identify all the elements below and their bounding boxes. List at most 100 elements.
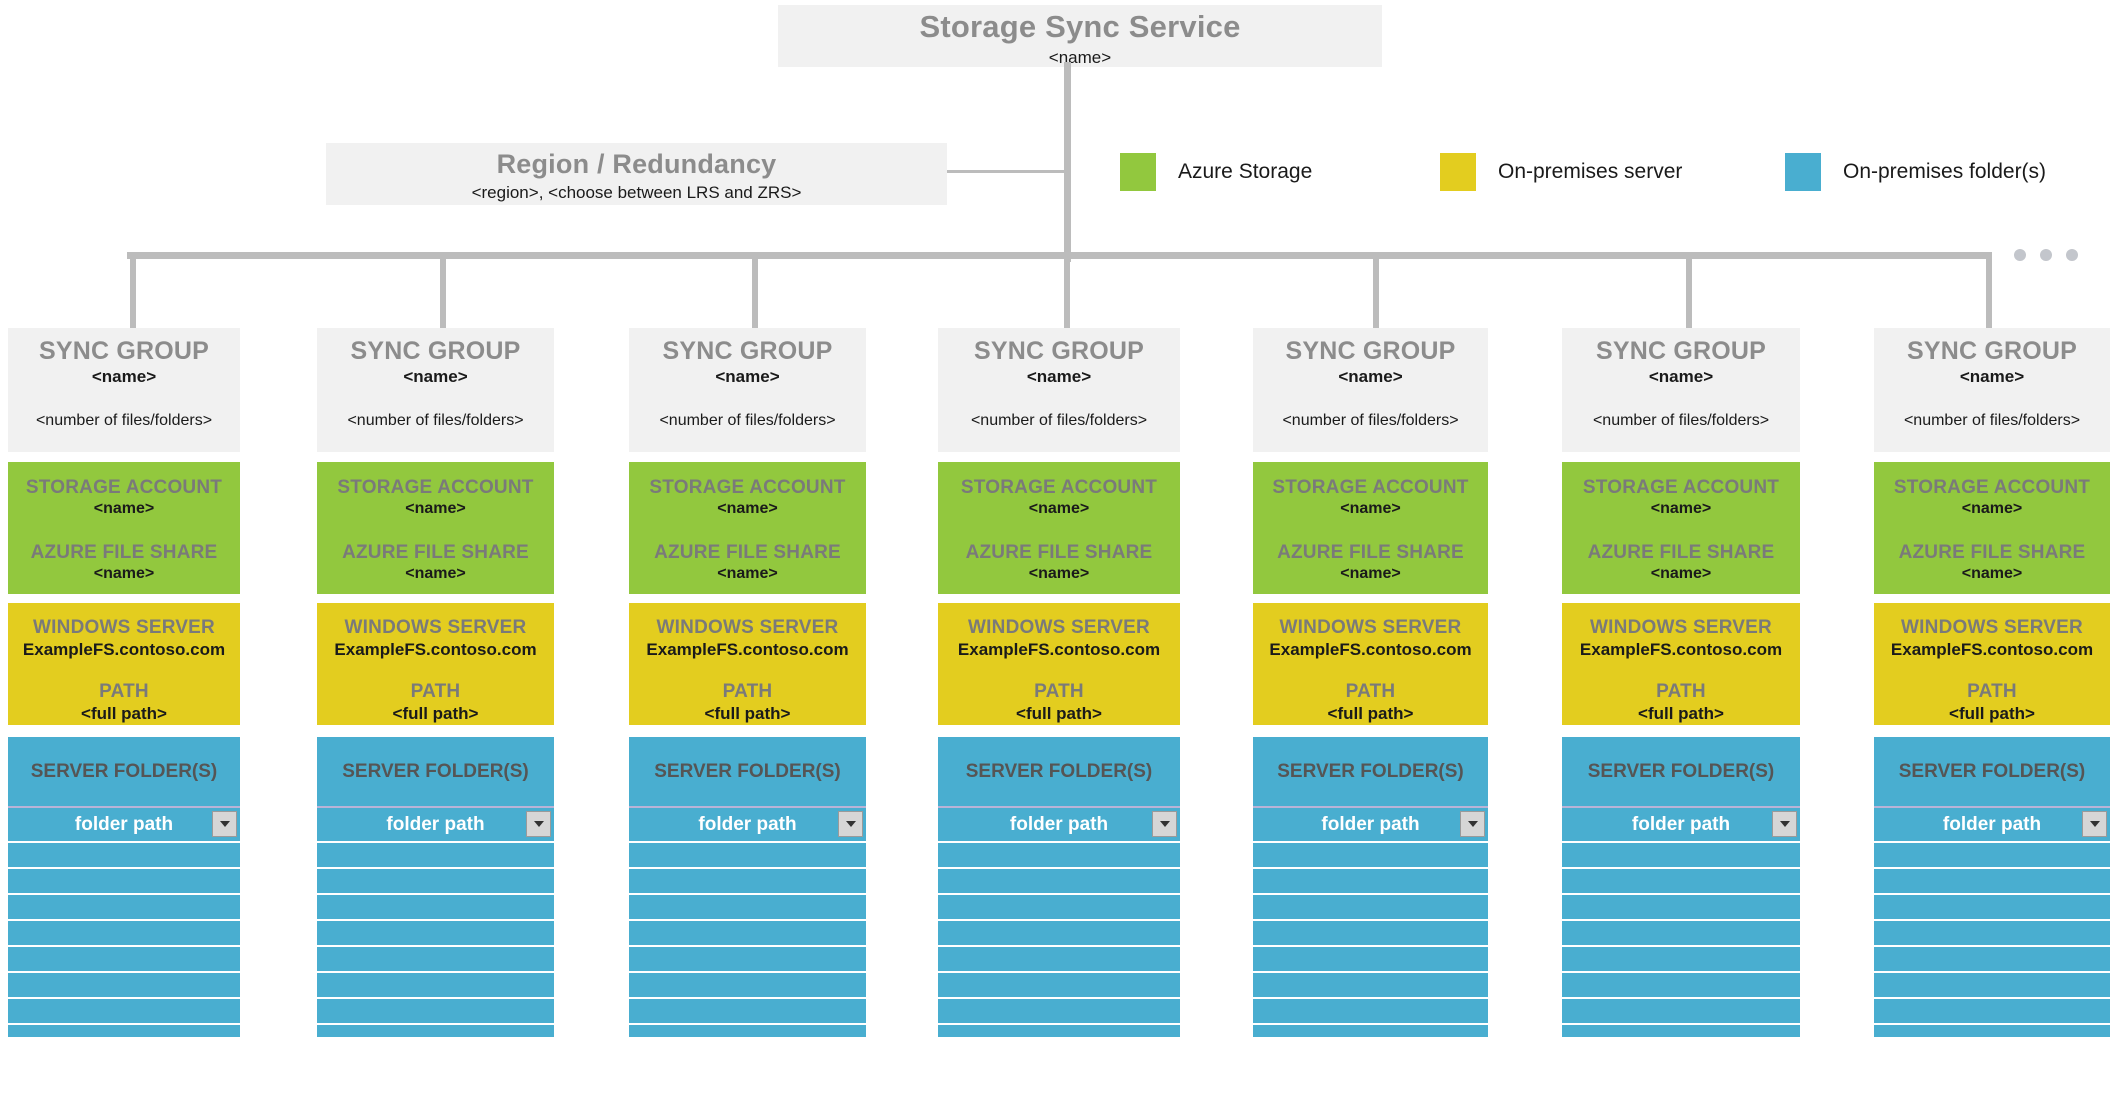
folder-path-filter-dropdown-icon-7[interactable] (2082, 811, 2107, 837)
folder-path-filter-row-7[interactable]: folder path (1874, 806, 2110, 843)
folder-row-3-2[interactable] (629, 869, 866, 895)
folder-row-2-2[interactable] (317, 869, 554, 895)
folder-row-5-3[interactable] (1253, 895, 1488, 921)
windows-server-title-7: WINDOWS SERVER (1901, 617, 2083, 638)
folder-row-4-5[interactable] (938, 947, 1180, 973)
folder-path-filter-row-4[interactable]: folder path (938, 806, 1180, 843)
folder-row-6-6[interactable] (1562, 973, 1800, 999)
folder-path-filter-dropdown-icon-6[interactable] (1772, 811, 1797, 837)
folder-row-6-5[interactable] (1562, 947, 1800, 973)
folder-path-filter-row-6[interactable]: folder path (1562, 806, 1800, 843)
windows-server-name-1: ExampleFS.contoso.com (22, 639, 226, 659)
folder-row-4-7[interactable] (938, 999, 1180, 1025)
folder-row-7-5[interactable] (1874, 947, 2110, 973)
server-folders-title-1: SERVER FOLDER(S) (30, 761, 218, 782)
folder-row-1-5[interactable] (8, 947, 240, 973)
server-folders-block-1: SERVER FOLDER(S) folder path (8, 737, 240, 1037)
folder-row-5-7[interactable] (1253, 999, 1488, 1025)
folder-row-4-6[interactable] (938, 973, 1180, 999)
folder-row-4-1[interactable] (938, 843, 1180, 869)
folder-row-4-4[interactable] (938, 921, 1180, 947)
server-folders-title-5: SERVER FOLDER(S) (1277, 761, 1464, 782)
windows-server-name-2: ExampleFS.contoso.com (334, 639, 537, 659)
azure-storage-block-4: STORAGE ACCOUNT<name>AZURE FILE SHARE<na… (938, 462, 1180, 594)
storage-sync-service-box: Storage Sync Service <name> (778, 5, 1382, 67)
folder-path-filter-dropdown-icon-3[interactable] (838, 811, 863, 837)
sync-group-column-5[interactable]: SYNC GROUP<name><number of files/folders… (1253, 328, 1488, 1037)
folder-row-7-3[interactable] (1874, 895, 2110, 921)
region-connector-horizontal (947, 170, 1067, 173)
sync-group-file-count-2: <number of files/folders> (347, 412, 524, 430)
folder-row-5-2[interactable] (1253, 869, 1488, 895)
sync-group-column-2[interactable]: SYNC GROUP<name><number of files/folders… (317, 328, 554, 1037)
folder-row-1-6[interactable] (8, 973, 240, 999)
folder-row-2-5[interactable] (317, 947, 554, 973)
folder-row-6-3[interactable] (1562, 895, 1800, 921)
sync-group-name-3: <name> (715, 367, 780, 387)
folder-row-2-3[interactable] (317, 895, 554, 921)
folder-row-1-4[interactable] (8, 921, 240, 947)
folder-row-6-1[interactable] (1562, 843, 1800, 869)
folder-row-7-2[interactable] (1874, 869, 2110, 895)
sync-group-column-7[interactable]: SYNC GROUP<name><number of files/folders… (1874, 328, 2110, 1037)
folder-row-3-5[interactable] (629, 947, 866, 973)
folder-path-filter-dropdown-icon-5[interactable] (1460, 811, 1485, 837)
folder-row-2-1[interactable] (317, 843, 554, 869)
legend-label-3: On-premises folder(s) (1843, 160, 2047, 183)
folder-row-1-3[interactable] (8, 895, 240, 921)
folder-row-1-1[interactable] (8, 843, 240, 869)
folder-row-3-1[interactable] (629, 843, 866, 869)
folder-row-7-1[interactable] (1874, 843, 2110, 869)
folder-row-3-6[interactable] (629, 973, 866, 999)
path-title-1: PATH (99, 680, 149, 702)
server-folders-block-6: SERVER FOLDER(S)folder path (1562, 737, 1800, 1037)
folder-path-filter-row-5[interactable]: folder path (1253, 806, 1488, 843)
azure-file-share-name-2: <name> (405, 564, 466, 582)
folder-path-filter-label-2: folder path (386, 813, 485, 835)
storage-account-name-2: <name> (405, 499, 466, 517)
folder-path-filter-row-1[interactable]: folder path (8, 806, 240, 843)
folder-row-3-7[interactable] (629, 999, 866, 1025)
folder-row-1-7[interactable] (8, 999, 240, 1025)
folder-path-filter-dropdown-icon-4[interactable] (1152, 811, 1177, 837)
path-value-5: <full path> (1327, 703, 1414, 723)
folder-row-5-5[interactable] (1253, 947, 1488, 973)
folder-row-5-4[interactable] (1253, 921, 1488, 947)
folder-path-filter-row-3[interactable]: folder path (629, 806, 866, 843)
folder-row-4-2[interactable] (938, 869, 1180, 895)
folder-row-6-4[interactable] (1562, 921, 1800, 947)
folder-path-filter-dropdown-icon-1[interactable] (212, 811, 237, 837)
folder-row-2-6[interactable] (317, 973, 554, 999)
folder-row-5-6[interactable] (1253, 973, 1488, 999)
path-value-2: <full path> (392, 703, 479, 723)
sync-group-column-4[interactable]: SYNC GROUP<name><number of files/folders… (938, 328, 1180, 1037)
folder-row-7-4[interactable] (1874, 921, 2110, 947)
azure-file-share-name-5: <name> (1340, 564, 1401, 582)
sync-group-column-6[interactable]: SYNC GROUP<name><number of files/folders… (1562, 328, 1800, 1037)
folder-row-6-7[interactable] (1562, 999, 1800, 1025)
folder-path-filter-row-2[interactable]: folder path (317, 806, 554, 843)
azure-file-share-title-7: AZURE FILE SHARE (1898, 541, 2086, 563)
folder-row-5-1[interactable] (1253, 843, 1488, 869)
azure-storage-block-7: STORAGE ACCOUNT<name>AZURE FILE SHARE<na… (1874, 462, 2110, 594)
folder-row-2-7[interactable] (317, 999, 554, 1025)
folder-path-filter-dropdown-icon-2[interactable] (526, 811, 551, 837)
path-value-1: <full path> (81, 703, 167, 723)
folder-row-7-6[interactable] (1874, 973, 2110, 999)
azure-storage-block-1: STORAGE ACCOUNT<name>AZURE FILE SHARE<na… (8, 462, 240, 594)
windows-server-title-6: WINDOWS SERVER (1590, 617, 1772, 638)
folder-row-1-2[interactable] (8, 869, 240, 895)
folder-row-3-4[interactable] (629, 921, 866, 947)
folder-row-4-3[interactable] (938, 895, 1180, 921)
storage-sync-service-name: <name> (1048, 47, 1112, 67)
azure-file-share-title-4: AZURE FILE SHARE (965, 541, 1153, 563)
sync-group-column-3[interactable]: SYNC GROUP<name><number of files/folders… (629, 328, 866, 1037)
sync-group-file-count-1: <number of files/folders> (35, 412, 213, 430)
folder-row-7-7[interactable] (1874, 999, 2110, 1025)
folder-row-3-3[interactable] (629, 895, 866, 921)
folder-row-6-2[interactable] (1562, 869, 1800, 895)
folder-row-2-4[interactable] (317, 921, 554, 947)
sync-group-column-1[interactable]: SYNC GROUP<name><number of files/folders… (8, 328, 240, 1037)
